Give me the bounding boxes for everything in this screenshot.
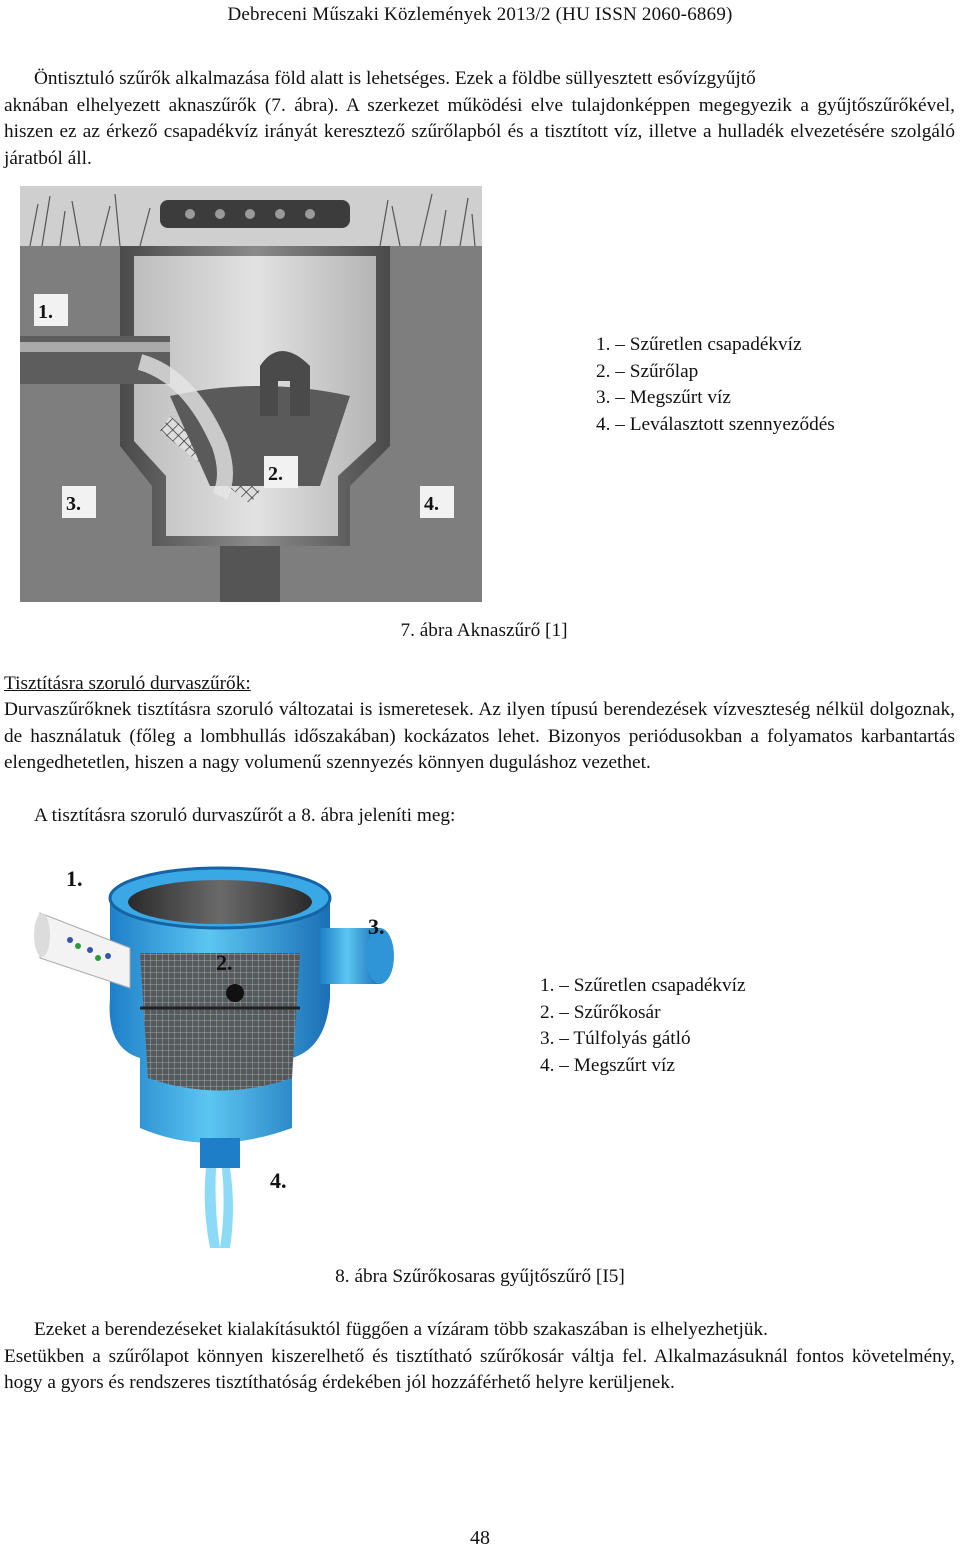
basket-filter-illustration: 1. 2. 3. 4. (34, 866, 394, 1248)
figure7-legend: 1. – Szűretlen csapadékvíz 2. – Szűrőlap… (596, 332, 835, 438)
shaft-filter-illustration: 1. 2. 3. 4. (20, 186, 482, 602)
closing-paragraph-first-line: Ezeket a berendezéseket kialakításuktól … (34, 1319, 768, 1340)
section-title: Tisztításra szoruló durvaszűrők: (4, 673, 251, 694)
figure7-label-1: 1. (38, 301, 53, 323)
figure8-legend-item: 3. – Túlfolyás gátló (540, 1028, 691, 1050)
figure7-caption: 7. ábra Aknaszűrő [1] (400, 620, 568, 641)
figure8-label-2: 2. (216, 950, 233, 975)
figure7-label-3: 3. (66, 493, 81, 515)
figure8-legend: 1. – Szűretlen csapadékvíz 2. – Szűrőkos… (540, 973, 746, 1079)
figure8-label-1: 1. (66, 866, 83, 891)
figure8-legend-item: 4. – Megszűrt víz (540, 1054, 675, 1076)
closing-paragraph: Ezeket a berendezéseket kialakításuktól … (4, 1317, 955, 1397)
journal-header: Debreceni Műszaki Közlemények 2013/2 (HU… (227, 4, 733, 25)
intro-paragraph: Öntisztuló szűrők alkalmazása föld alatt… (4, 66, 955, 172)
intro-paragraph-rest: aknában elhelyezett aknaszűrők (7. ábra)… (4, 94, 955, 169)
figure7-label-2: 2. (268, 463, 283, 485)
figure7-legend-item: 3. – Megszűrt víz (596, 387, 731, 409)
figure8-label-4: 4. (270, 1168, 287, 1193)
closing-paragraph-rest: Esetükben a szűrőlapot könnyen kiszerelh… (4, 1345, 955, 1394)
intro-paragraph-first-line: Öntisztuló szűrők alkalmazása föld alatt… (34, 68, 756, 89)
page-number: 48 (470, 1527, 490, 1549)
figure8-legend-item: 2. – Szűrőkosár (540, 1001, 661, 1023)
figure7-legend-item: 4. – Leválasztott szennyeződés (596, 413, 835, 435)
figure8-legend-item: 1. – Szűretlen csapadékvíz (540, 975, 746, 996)
figure8-caption: 8. ábra Szűrőkosaras gyűjtőszűrő [I5] (335, 1266, 625, 1287)
figure7-legend-item: 1. – Szűretlen csapadékvíz (596, 334, 802, 355)
figure7-legend-item: 2. – Szűrőlap (596, 360, 699, 382)
figure8-intro: A tisztításra szoruló durvaszűrőt a 8. á… (34, 805, 456, 826)
figure7-label-4: 4. (424, 493, 439, 515)
section-body: Durvaszűrőknek tisztításra szoruló válto… (4, 699, 955, 773)
figure8-label-3: 3. (368, 914, 385, 939)
